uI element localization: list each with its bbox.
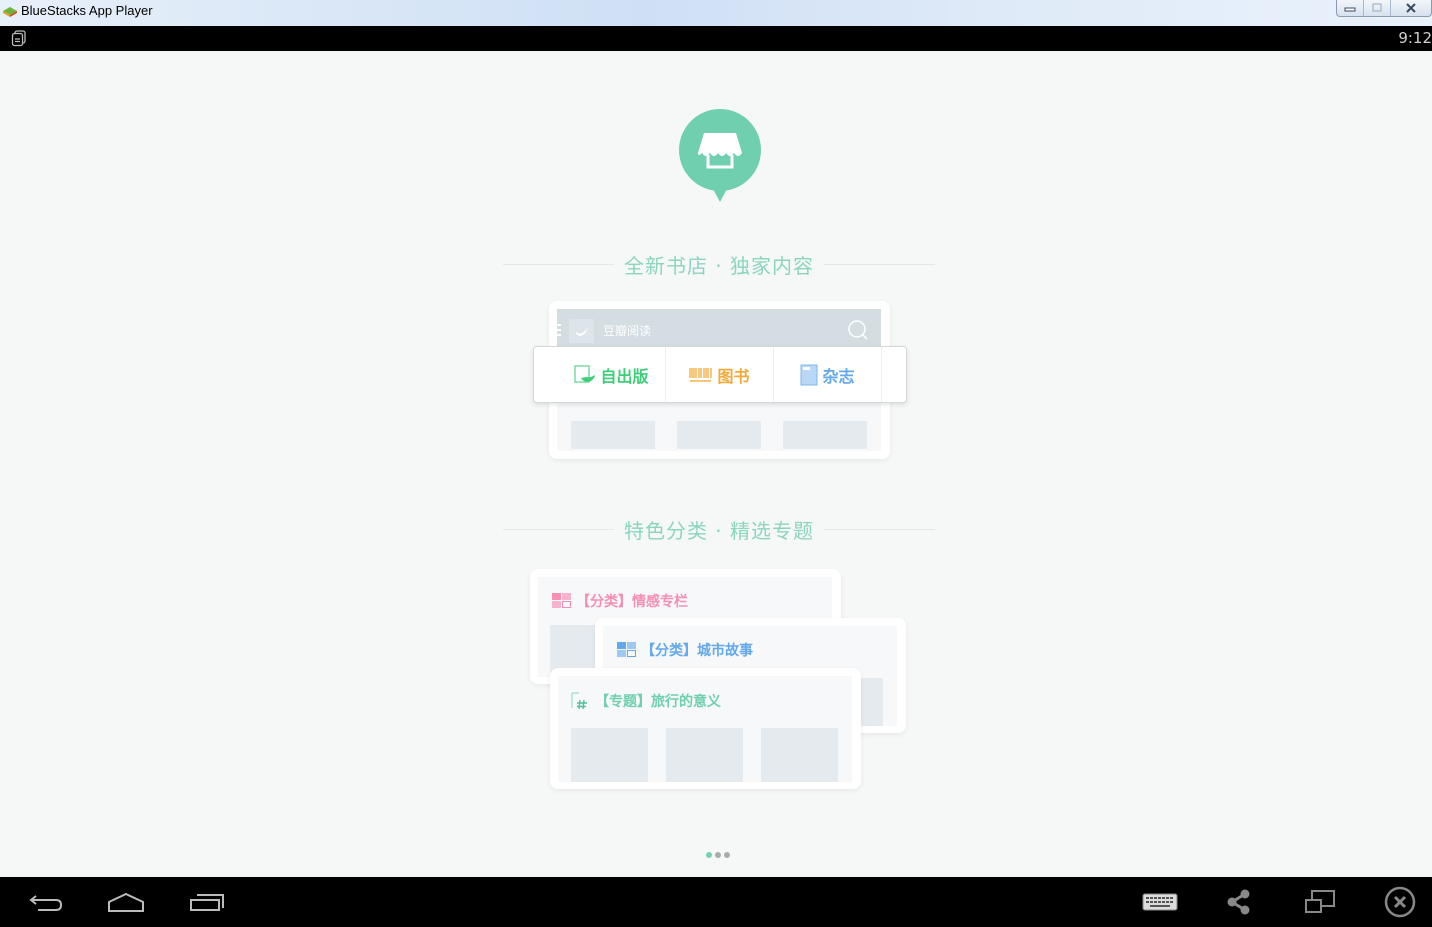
recent-apps-icon — [190, 894, 224, 911]
home-icon — [108, 892, 144, 912]
back-icon — [29, 895, 63, 911]
bookstore-pin-logo — [679, 109, 761, 202]
home-button[interactable] — [104, 885, 148, 919]
divider-line — [815, 529, 935, 530]
preview-tabs-card: 自出版 图书 杂志 — [533, 346, 907, 403]
section-title-text: 特色分类 · 精选专题 — [613, 519, 825, 543]
page-dot — [715, 852, 721, 858]
placeholder-block — [571, 728, 648, 782]
recent-apps-button[interactable] — [186, 885, 228, 919]
android-navbar — [0, 877, 1432, 927]
tab-label: 自出版 — [600, 366, 649, 386]
placeholder-block — [761, 728, 838, 782]
placeholder-block — [783, 421, 867, 449]
close-app-icon — [1384, 886, 1416, 918]
page-dot — [724, 852, 730, 858]
card-title: 【分类】情感专栏 — [576, 594, 688, 610]
section-title-bookstore: 全新书店 · 独家内容 — [503, 250, 935, 280]
share-button[interactable] — [1222, 885, 1256, 919]
close-app-button[interactable] — [1382, 885, 1418, 919]
tab-books[interactable]: 图书 — [666, 347, 774, 402]
magazine-icon — [800, 364, 818, 385]
search-icon — [848, 320, 868, 340]
minimize-icon — [1344, 7, 1356, 12]
window-titlebar: BlueStacks App Player — [0, 0, 1432, 26]
tab-label: 图书 — [717, 366, 750, 386]
app-screen: 全新书店 · 独家内容 豆瓣阅读 自出版 — [0, 51, 1432, 877]
grid-icon — [552, 593, 571, 608]
share-icon — [1227, 889, 1250, 915]
bluestacks-logo-icon — [3, 7, 17, 17]
divider-line — [503, 264, 623, 265]
preview-search-bar: 豆瓣阅读 — [555, 309, 881, 351]
close-window-button[interactable] — [1391, 0, 1431, 16]
minimize-button[interactable] — [1337, 0, 1364, 16]
menu-icon — [555, 324, 561, 336]
android-statusbar: 9:12 — [0, 26, 1432, 51]
rotate-screen-icon — [1305, 890, 1335, 913]
tab-label: 杂志 — [822, 366, 855, 386]
keyboard-icon — [1142, 893, 1178, 911]
divider-line — [503, 529, 623, 530]
placeholder-block — [571, 421, 655, 449]
window-title: BlueStacks App Player — [21, 3, 153, 18]
placeholder-block — [666, 728, 743, 782]
section-title-text: 全新书店 · 独家内容 — [613, 254, 825, 278]
card-title: 【分类】城市故事 — [641, 643, 753, 659]
window-controls — [1336, 0, 1432, 17]
page-indicator — [706, 852, 730, 858]
self-publish-icon — [574, 364, 596, 383]
maximize-button[interactable] — [1364, 0, 1391, 16]
hashtag-icon — [571, 692, 587, 710]
topic-card-travel[interactable]: 【专题】旅行的意义 — [550, 668, 861, 789]
search-placeholder: 豆瓣阅读 — [603, 324, 652, 338]
tab-self-publish[interactable]: 自出版 — [558, 347, 666, 402]
tab-magazines[interactable]: 杂志 — [774, 347, 882, 402]
douban-logo-icon — [569, 319, 594, 343]
barcode-icon — [689, 367, 713, 382]
close-icon — [1406, 3, 1416, 13]
keyboard-button[interactable] — [1140, 885, 1180, 919]
rotate-screen-button[interactable] — [1302, 885, 1338, 919]
back-button[interactable] — [26, 885, 66, 919]
preview-content-area — [557, 401, 881, 451]
notification-doc-icon[interactable] — [11, 30, 27, 47]
status-clock: 9:12 — [1398, 29, 1432, 47]
grid-icon — [617, 642, 636, 657]
divider-line — [815, 264, 935, 265]
placeholder-block — [677, 421, 761, 449]
maximize-icon — [1372, 3, 1382, 12]
section-title-categories: 特色分类 · 精选专题 — [503, 515, 935, 545]
card-title: 【专题】旅行的意义 — [595, 694, 721, 710]
page-dot-active — [706, 852, 712, 858]
